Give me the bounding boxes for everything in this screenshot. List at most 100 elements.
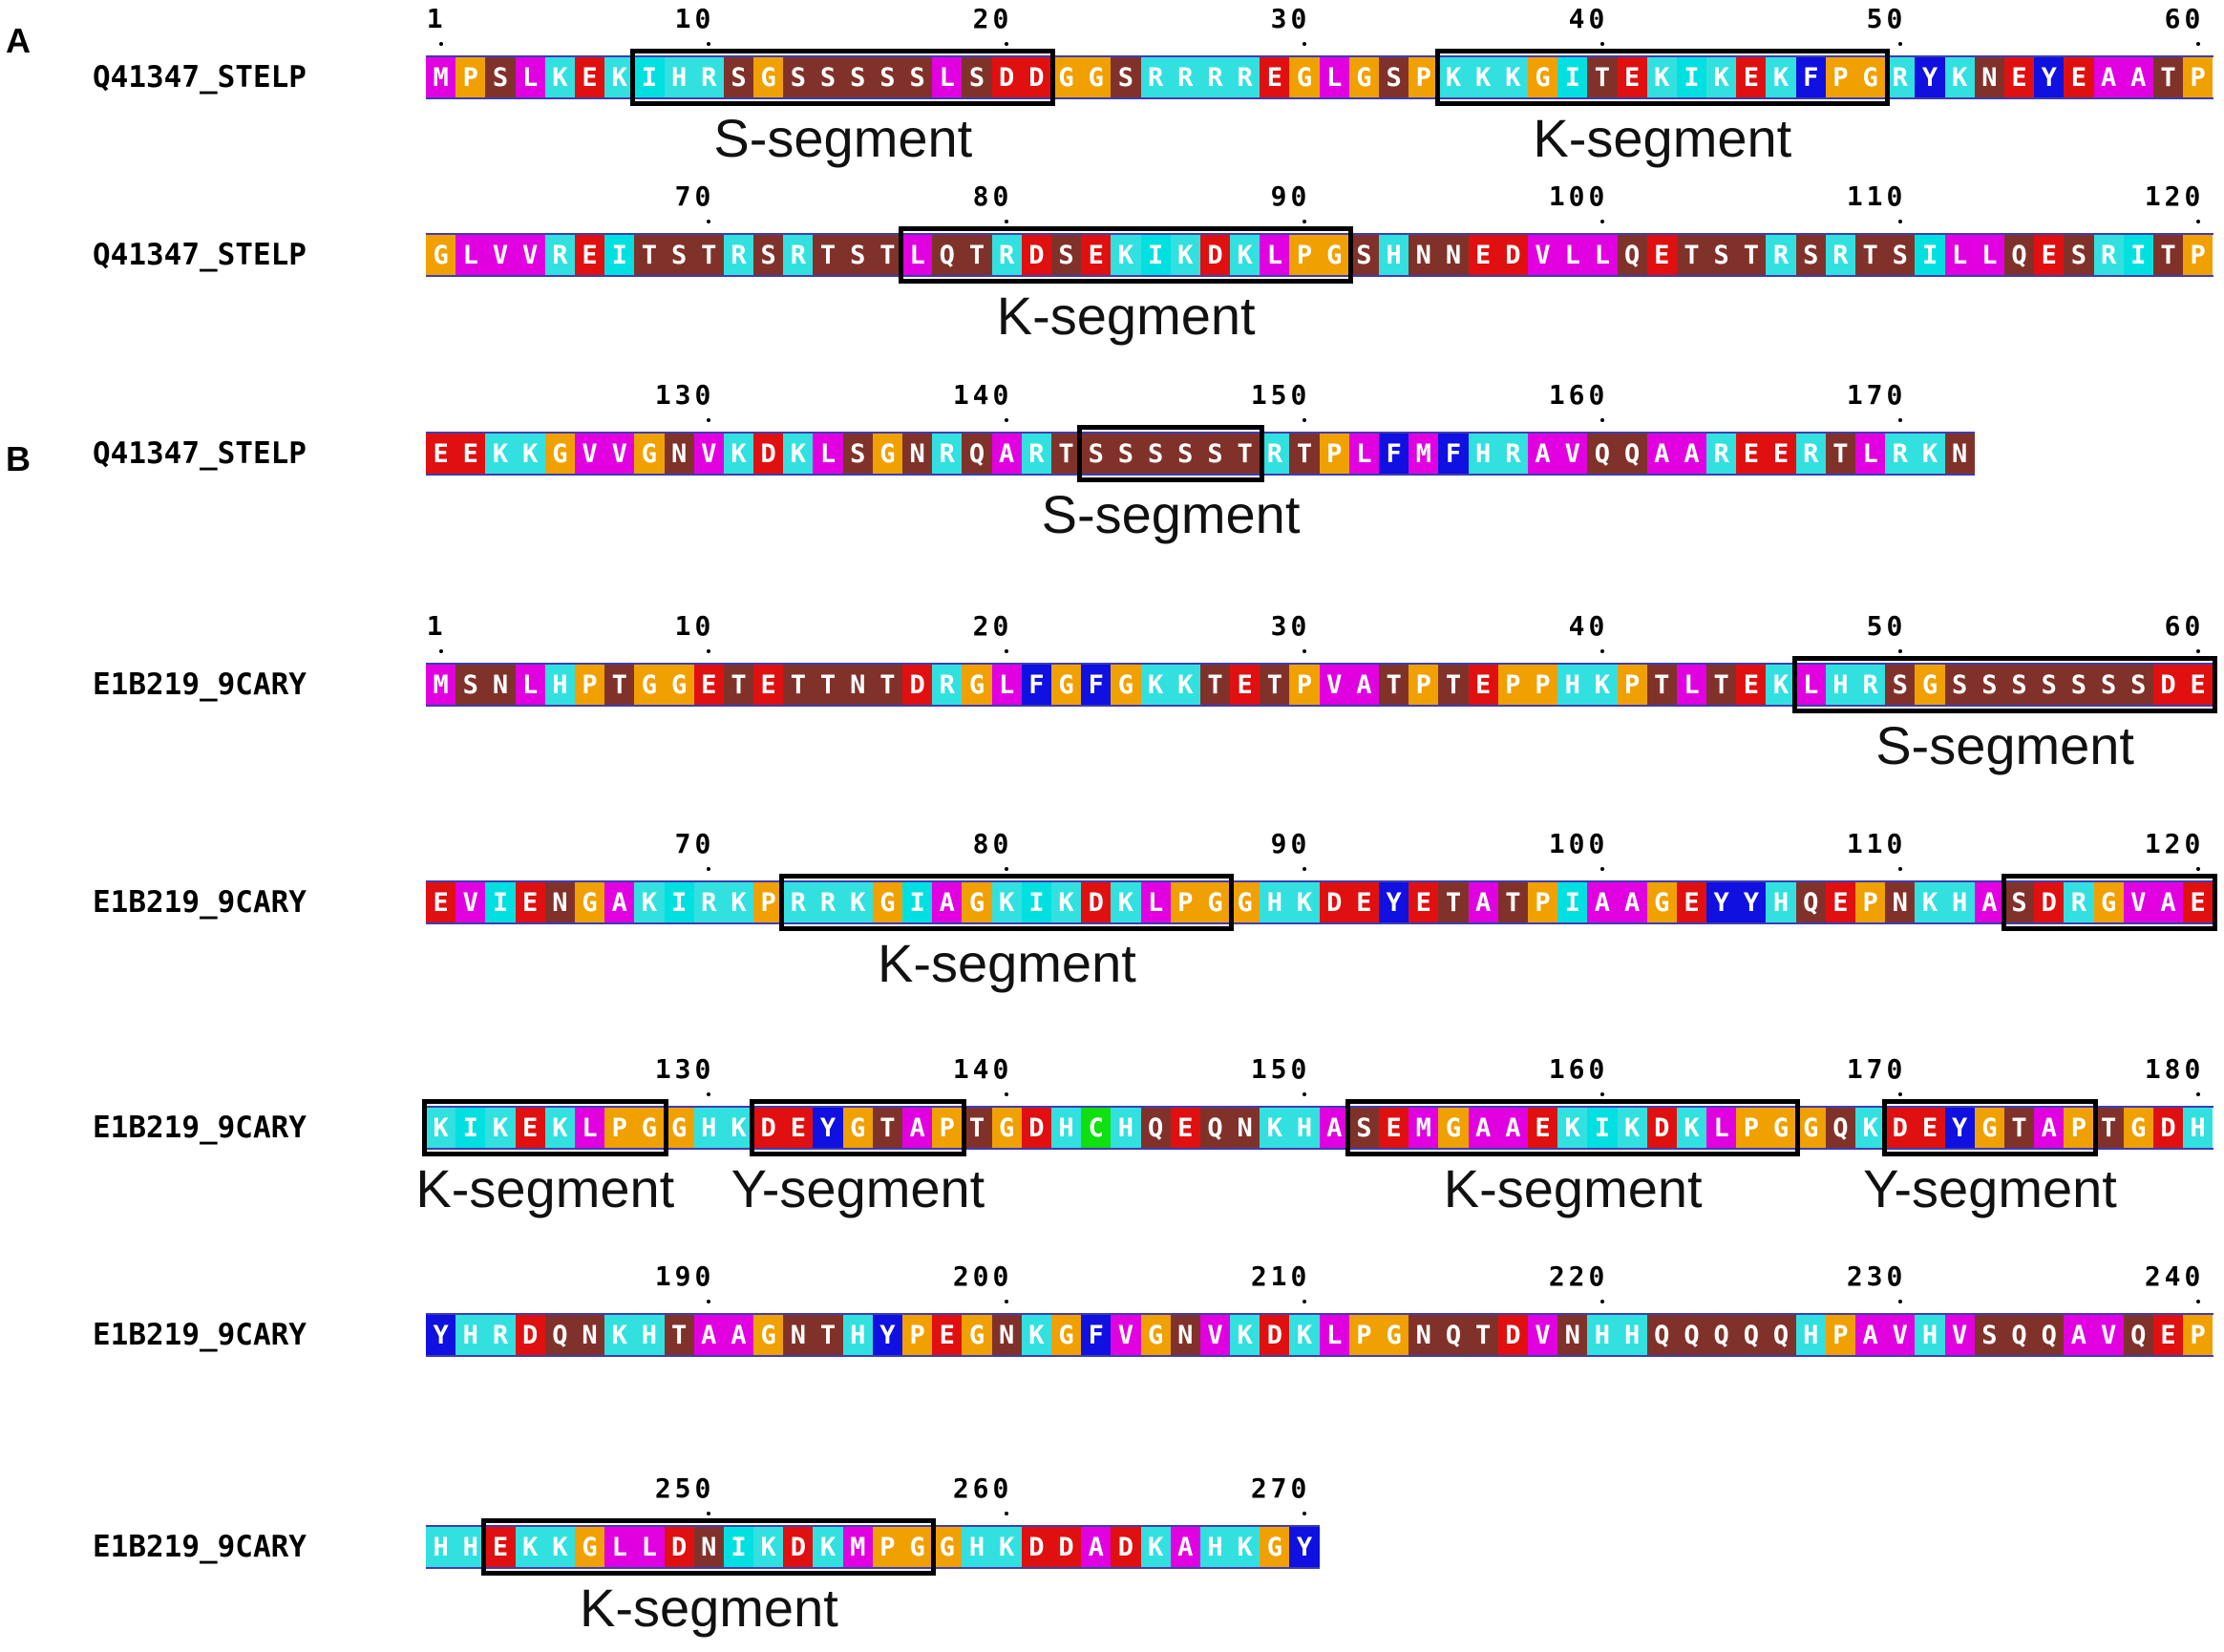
ruler-tick-dot (1898, 418, 1903, 422)
ruler-tick-label: 130 (654, 379, 715, 411)
residue: S (872, 57, 902, 97)
residue: Q (1646, 1315, 1677, 1355)
residue: H (1379, 235, 1409, 275)
residue: E (2064, 57, 2094, 97)
residue: R (991, 235, 1022, 275)
ruler-tick-dot (1303, 867, 1307, 871)
residue: S (1111, 434, 1141, 474)
residue: T (664, 1315, 694, 1355)
residue: T (1230, 434, 1260, 474)
ruler-tick-label: 190 (654, 1260, 715, 1292)
residue: G (872, 882, 902, 922)
residue: G (1438, 1108, 1469, 1148)
residue: E (1736, 434, 1767, 474)
residue: K (1617, 1108, 1647, 1148)
residue: G (1855, 57, 1886, 97)
residue: K (723, 434, 754, 474)
residue: L (1319, 57, 1349, 97)
residue: Q (1795, 882, 1826, 922)
residue: Q (2003, 235, 2035, 275)
residue: I (1557, 882, 1588, 922)
ruler-tick-label: 120 (2144, 180, 2205, 212)
ruler-tick-label: 200 (952, 1260, 1013, 1292)
ruler-tick-label: 220 (1548, 1260, 1609, 1292)
residue: T (872, 235, 902, 275)
residue: T (962, 1108, 992, 1148)
ruler-tick-dot (1005, 42, 1009, 46)
residue: T (1646, 665, 1677, 705)
residue: Q (962, 434, 992, 474)
residue: Y (813, 1108, 843, 1148)
residue: S (1050, 235, 1082, 275)
residue: E (426, 434, 456, 474)
residue: I (664, 882, 694, 922)
ruler-tick-dot (1898, 867, 1903, 871)
residue: S (2003, 665, 2035, 705)
residue: H (962, 1527, 992, 1567)
residue: G (1646, 882, 1677, 922)
residue: D (2152, 665, 2184, 705)
residue: E (1468, 665, 1498, 705)
residue: H (455, 1315, 486, 1355)
ruler-tick-label: 120 (2144, 828, 2205, 859)
residue: N (1170, 1315, 1200, 1355)
residue: V (485, 235, 516, 275)
residue: M (1409, 1108, 1439, 1148)
residue: G (1319, 235, 1349, 275)
sequence-name: E1B219_9CARY (93, 1318, 307, 1352)
residue: T (1050, 434, 1082, 474)
residue: D (1021, 1108, 1051, 1148)
residue: T (693, 235, 724, 275)
residue: P (1497, 665, 1528, 705)
residue: K (544, 1108, 575, 1148)
residue: R (1497, 434, 1528, 474)
residue: P (1527, 665, 1558, 705)
ruler-tick-label: 110 (1846, 828, 1907, 859)
sequence-name: E1B219_9CARY (93, 1530, 307, 1564)
residue: R (783, 882, 814, 922)
residue: Y (872, 1315, 902, 1355)
segment-box (2001, 874, 2217, 931)
residue: H (544, 665, 575, 705)
residue: D (753, 434, 784, 474)
residue: T (634, 235, 665, 275)
residue: H (1795, 1315, 1826, 1355)
residue: Q (2123, 1315, 2153, 1355)
residue: H (1825, 665, 1855, 705)
residue: N (544, 882, 575, 922)
residue: E (1646, 235, 1677, 275)
residue: G (1081, 57, 1112, 97)
residue: Q (2034, 1315, 2065, 1355)
residue: D (515, 1315, 545, 1355)
residue: A (2152, 882, 2184, 922)
residue: E (2152, 1315, 2184, 1355)
residue: K (1111, 235, 1141, 275)
residue: R (693, 57, 724, 97)
residue: P (604, 1108, 635, 1148)
residue: R (1260, 434, 1290, 474)
residue: S (783, 57, 814, 97)
residue: P (1617, 665, 1647, 705)
residue: V (2093, 1315, 2124, 1355)
residue: S (2003, 882, 2035, 922)
ruler-tick-label: 140 (952, 1053, 1013, 1085)
residue: H (1944, 882, 1975, 922)
sequence-name: Q41347_STELP (93, 238, 307, 272)
ruler-tick-dot (707, 42, 711, 46)
residue: K (426, 1108, 456, 1148)
ruler-tick-label: 160 (1548, 1053, 1609, 1085)
residue: R (932, 434, 963, 474)
residue: K (1050, 882, 1082, 922)
residue: L (1319, 1315, 1349, 1355)
residue: K (1915, 882, 1945, 922)
residue: T (1260, 665, 1290, 705)
residue: T (813, 235, 843, 275)
residue: V (1319, 665, 1349, 705)
residue: Y (1915, 57, 1945, 97)
residue: L (1348, 434, 1379, 474)
segment-box (1345, 1099, 1801, 1156)
residue: P (2183, 57, 2213, 97)
residue: A (1676, 434, 1707, 474)
